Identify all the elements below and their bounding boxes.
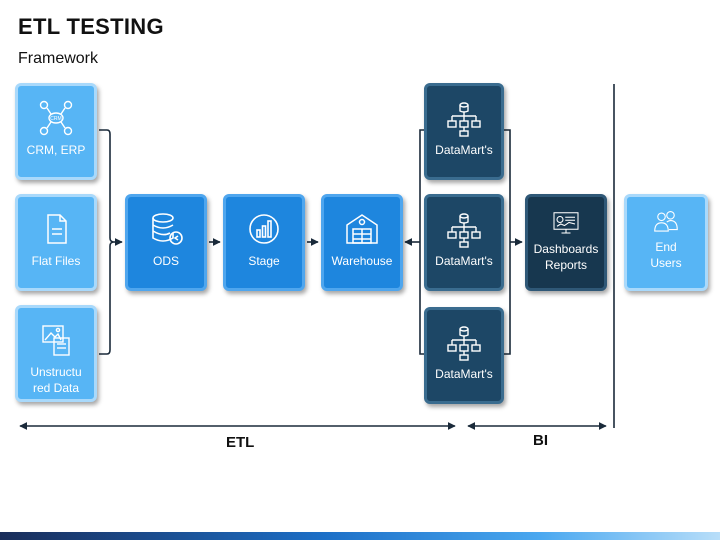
source-label: CRM, ERP bbox=[26, 143, 86, 157]
ods-label: ODS bbox=[152, 254, 179, 268]
source-flat-files[interactable]: Flat Files bbox=[15, 194, 97, 291]
source-label: Flat Files bbox=[31, 254, 81, 268]
page-title: ETL TESTING bbox=[18, 14, 164, 39]
datamart-label: DataMart's bbox=[435, 367, 493, 381]
datamart-box-3[interactable]: DataMart's bbox=[424, 307, 504, 404]
dashboard-icon bbox=[553, 212, 579, 234]
crm-network-icon: CRM bbox=[39, 100, 73, 136]
end-users-box[interactable]: End Users bbox=[624, 194, 708, 291]
hierarchy-icon bbox=[447, 102, 481, 137]
datamart-box-1[interactable]: DataMart's bbox=[424, 83, 504, 180]
datamart-label: DataMart's bbox=[435, 254, 493, 268]
source-crm-erp[interactable]: CRM CRM, ERP bbox=[15, 83, 97, 180]
dashboards-reports-label: Dashboards Reports bbox=[533, 242, 599, 272]
ods-box[interactable]: ODS bbox=[125, 194, 207, 291]
image-documents-icon bbox=[42, 325, 70, 356]
warehouse-box[interactable]: Warehouse bbox=[321, 194, 403, 291]
bar-chart-icon bbox=[249, 214, 279, 244]
stage-label: Stage bbox=[248, 254, 280, 268]
dashboards-reports-box[interactable]: Dashboards Reports bbox=[525, 194, 607, 291]
etl-section-label: ETL bbox=[226, 434, 255, 451]
hierarchy-icon bbox=[447, 326, 481, 361]
source-label: Unstructu red Data bbox=[30, 365, 82, 395]
svg-text:CRM: CRM bbox=[50, 116, 61, 122]
hierarchy-icon bbox=[447, 213, 481, 248]
page-subtitle: Framework bbox=[18, 50, 99, 67]
sources-bracket bbox=[99, 129, 115, 355]
bi-section-label: BI bbox=[533, 432, 548, 449]
database-icon bbox=[152, 213, 183, 245]
warehouse-label: Warehouse bbox=[331, 254, 393, 268]
users-icon bbox=[654, 210, 678, 232]
warehouse-icon bbox=[346, 214, 378, 244]
stage-box[interactable]: Stage bbox=[223, 194, 305, 291]
end-users-label: End Users bbox=[650, 240, 682, 270]
footer-gradient-bar bbox=[0, 532, 720, 540]
datamart-label: DataMart's bbox=[435, 143, 493, 157]
file-icon bbox=[47, 214, 67, 244]
datamart-box-2[interactable]: DataMart's bbox=[424, 194, 504, 291]
datamarts-right-bracket bbox=[504, 129, 511, 355]
source-unstructured-data[interactable]: Unstructu red Data bbox=[15, 305, 97, 402]
